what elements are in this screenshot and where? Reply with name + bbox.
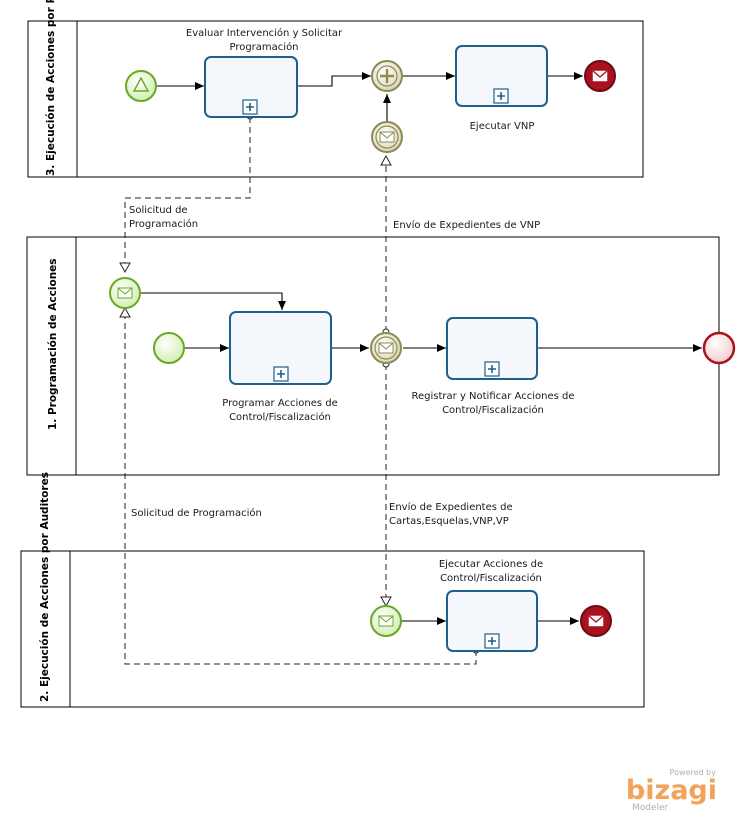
start-signal-event[interactable] [125, 70, 157, 102]
message-flow-solicitud[interactable] [119, 117, 251, 274]
task-ejecutar-vnp[interactable] [455, 45, 548, 107]
end-message-event-auditores[interactable] [580, 605, 612, 637]
task-programar-acciones[interactable] [229, 311, 332, 385]
end-message-event[interactable] [584, 60, 616, 92]
envelope-icon [379, 131, 395, 143]
pool-title-programacion: 1. Programación de Acciones [47, 258, 59, 430]
bizagi-logo: Powered by bizagi Modeler [626, 768, 717, 813]
envelope-icon [378, 615, 394, 627]
envelope-icon [117, 287, 133, 299]
task-registrar-notificar[interactable] [446, 317, 538, 380]
task-evaluar-label-2: Programación [229, 41, 298, 53]
product-name: Modeler [632, 803, 669, 813]
sequence-flow[interactable] [298, 72, 371, 87]
message-label-envio-vnp: Envío de Expedientes de VNP [393, 219, 540, 231]
task-evaluar-intervencion[interactable] [204, 56, 298, 118]
triangle-icon [132, 76, 150, 92]
pool-title-ppcc: 3. Ejecución de Acciones por PPCC [45, 0, 57, 176]
sequence-flow[interactable] [141, 292, 286, 310]
start-message-event[interactable] [109, 277, 141, 309]
pool-auditores: 2. Ejecución de Acciones por Auditores [20, 472, 645, 708]
brand-name: bizagi [626, 775, 717, 806]
message-label-solicitud-1: Solicitud de [129, 205, 188, 216]
message-label-solicitud-programacion: Solicitud de Programación [131, 507, 262, 519]
envelope-icon [378, 342, 394, 354]
end-event[interactable] [702, 331, 736, 365]
powered-by-text: Powered by [670, 768, 717, 777]
task-ejecutar-vnp-label: Ejecutar VNP [470, 121, 535, 132]
message-flow-solicitud-auditores[interactable] [119, 306, 477, 665]
task-ejecutar-acciones-label-1: Ejecutar Acciones de [439, 559, 543, 570]
event-gateway[interactable] [370, 332, 402, 364]
start-event[interactable] [153, 332, 185, 364]
envelope-icon [588, 615, 604, 627]
task-evaluar-label-1: Evaluar Intervención y Solicitar [186, 27, 343, 39]
message-label-solicitud-2: Programación [129, 218, 198, 230]
message-label-envio-cartas-1: Envío de Expedientes de [389, 501, 513, 513]
pool-ppcc: 3. Ejecución de Acciones por PPCC [27, 0, 644, 178]
intermediate-message-event[interactable] [371, 121, 403, 153]
pool-title-auditores: 2. Ejecución de Acciones por Auditores [39, 472, 51, 702]
task-programar-label-2: Control/Fiscalización [229, 411, 331, 423]
task-registrar-label-2: Control/Fiscalización [442, 404, 544, 416]
task-ejecutar-acciones-label-2: Control/Fiscalización [440, 572, 542, 584]
envelope-icon [592, 70, 608, 82]
message-label-envio-cartas-2: Cartas,Esquelas,VNP,VP [389, 516, 509, 527]
plus-icon [380, 69, 394, 83]
task-programar-label-1: Programar Acciones de [222, 398, 338, 409]
task-ejecutar-acciones[interactable] [446, 590, 538, 652]
start-message-event-auditores[interactable] [370, 605, 402, 637]
parallel-gateway[interactable] [371, 60, 403, 92]
task-registrar-label-1: Registrar y Notificar Acciones de [412, 391, 575, 402]
